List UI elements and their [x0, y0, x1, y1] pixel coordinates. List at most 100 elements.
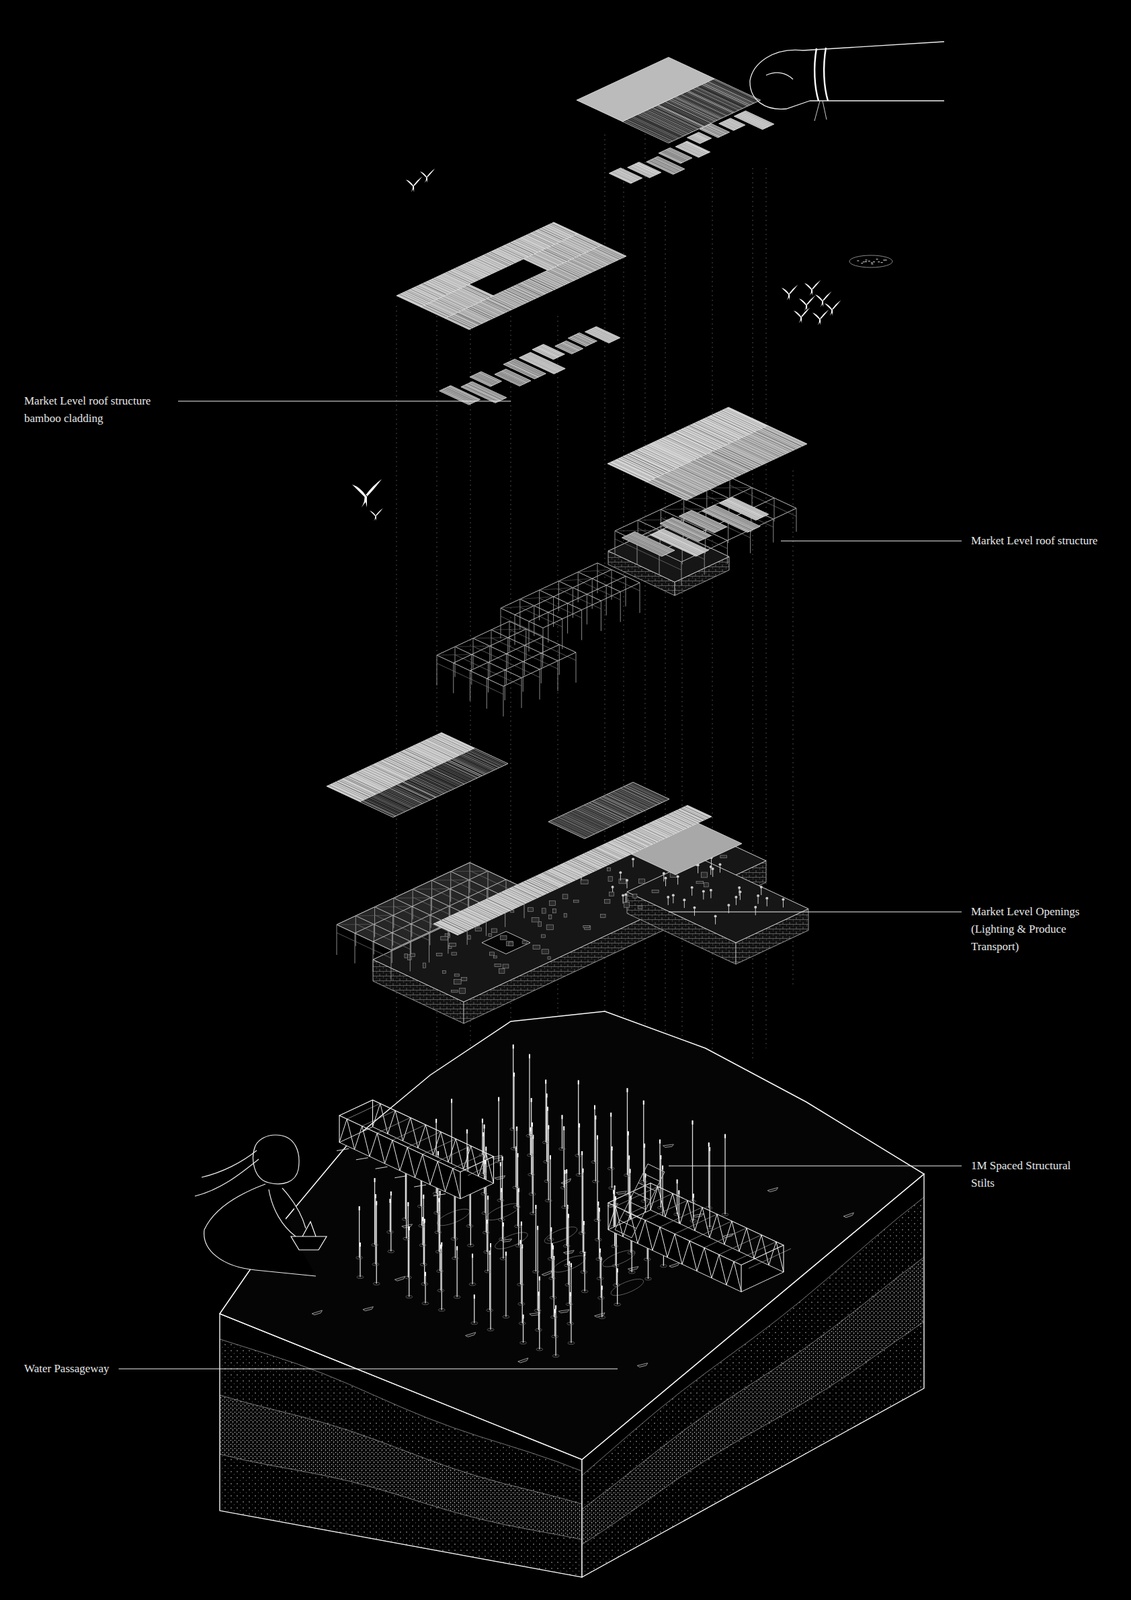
- cladding-line: [505, 363, 537, 379]
- bamboo-post: [428, 932, 430, 963]
- leader-line: [668, 911, 962, 912]
- cladding-line: [455, 913, 480, 925]
- roof-panel: [523, 233, 603, 271]
- cladding-line: [573, 235, 598, 248]
- market-stall: [532, 945, 541, 950]
- truss-member: [665, 1193, 673, 1218]
- cladding-line: [694, 87, 741, 109]
- cladding-line: [620, 788, 657, 806]
- cladding-line: [525, 881, 550, 893]
- market-figure-head: [737, 886, 741, 890]
- stilt-cap: [502, 1222, 505, 1227]
- market-figure: [710, 868, 711, 875]
- market-figure-head: [709, 889, 713, 892]
- callout-label: Market Level roof structure: [971, 532, 1098, 550]
- cladding-line: [500, 247, 525, 259]
- bamboo-brace: [539, 587, 574, 591]
- structural-stilt: [516, 1126, 517, 1207]
- market-figure: [620, 873, 621, 881]
- cladding-line: [594, 848, 619, 861]
- cladding-line: [560, 241, 585, 254]
- truss-member: [407, 1131, 441, 1148]
- bird: [793, 307, 810, 324]
- stair-tread: [633, 1192, 651, 1201]
- cladding-line: [555, 266, 580, 278]
- cladding-line: [481, 301, 507, 313]
- structural-stilt: [578, 1123, 580, 1176]
- stilt-cap: [549, 1155, 552, 1160]
- cladding-line: [650, 159, 678, 173]
- cladding-line: [491, 296, 516, 308]
- cladding-line: [635, 829, 660, 842]
- cladding-line: [684, 806, 709, 818]
- cladding-line: [573, 858, 599, 870]
- cladding-line: [592, 249, 617, 262]
- cladding-line: [691, 135, 705, 142]
- cladding-line: [629, 118, 675, 141]
- cladding-line: [437, 299, 462, 311]
- truss-member: [694, 1207, 703, 1232]
- market-figure-head: [709, 865, 713, 869]
- cladding-line: [519, 238, 544, 250]
- cladding-line: [662, 102, 709, 125]
- truss-member: [372, 1103, 381, 1127]
- structural-stilt: [438, 1198, 440, 1252]
- fish: [877, 261, 880, 263]
- truss-stub: [413, 1184, 427, 1187]
- cladding-line: [682, 807, 707, 820]
- stilt-cap: [505, 1251, 507, 1256]
- bamboo-brace: [412, 888, 450, 890]
- cladding-line: [596, 799, 634, 816]
- structural-stilt: [584, 1251, 586, 1292]
- cladding-line: [441, 763, 476, 779]
- small-boat: [541, 1270, 553, 1277]
- bamboo-brace: [374, 906, 412, 908]
- cladding-line: [705, 126, 724, 136]
- cladding-line: [502, 290, 527, 303]
- cladding-line: [565, 813, 602, 831]
- structural-stilt: [598, 1201, 599, 1240]
- cladding-line: [536, 347, 558, 358]
- cladding-line: [469, 750, 503, 767]
- cladding-line: [705, 82, 752, 105]
- cladding-line: [580, 254, 605, 267]
- roof-panel: [420, 284, 494, 318]
- cladding-line: [502, 245, 527, 258]
- cladding-line: [685, 141, 709, 153]
- market-stall: [494, 963, 501, 967]
- hand-outline: [749, 41, 945, 109]
- market-stall: [488, 933, 492, 937]
- cladding-line: [519, 283, 544, 296]
- bamboo-post: [577, 571, 579, 603]
- market-figure: [663, 874, 664, 882]
- cladding-line: [456, 756, 490, 773]
- bamboo-post: [625, 575, 627, 607]
- roof-panel: [481, 931, 531, 955]
- cladding-line: [534, 348, 556, 359]
- structural-stilt: [616, 1228, 617, 1285]
- market-stall: [624, 901, 630, 908]
- small-boat: [518, 1358, 529, 1364]
- stilt-cap: [481, 1118, 484, 1123]
- cladding-line: [636, 450, 677, 469]
- cladding-line: [385, 789, 420, 806]
- market-roof-structure: [607, 407, 808, 596]
- cladding-line: [525, 258, 550, 270]
- cladding-line: [626, 119, 673, 142]
- truss-member: [768, 1241, 777, 1266]
- truss-member: [448, 1139, 456, 1163]
- cladding-line: [461, 310, 486, 322]
- cladding-line: [610, 841, 635, 853]
- stilt-cap: [422, 1194, 425, 1199]
- market-figure: [672, 896, 674, 904]
- market-stall: [696, 881, 704, 884]
- truss-member: [422, 1154, 431, 1185]
- cladding-line: [699, 457, 740, 476]
- bamboo-post: [639, 582, 641, 613]
- bamboo-beam: [514, 569, 612, 615]
- cladding-line: [477, 373, 498, 384]
- cladding-line: [512, 241, 537, 254]
- bamboo-post: [391, 932, 393, 963]
- bamboo-post: [681, 561, 683, 586]
- stair-rail: [614, 1163, 648, 1230]
